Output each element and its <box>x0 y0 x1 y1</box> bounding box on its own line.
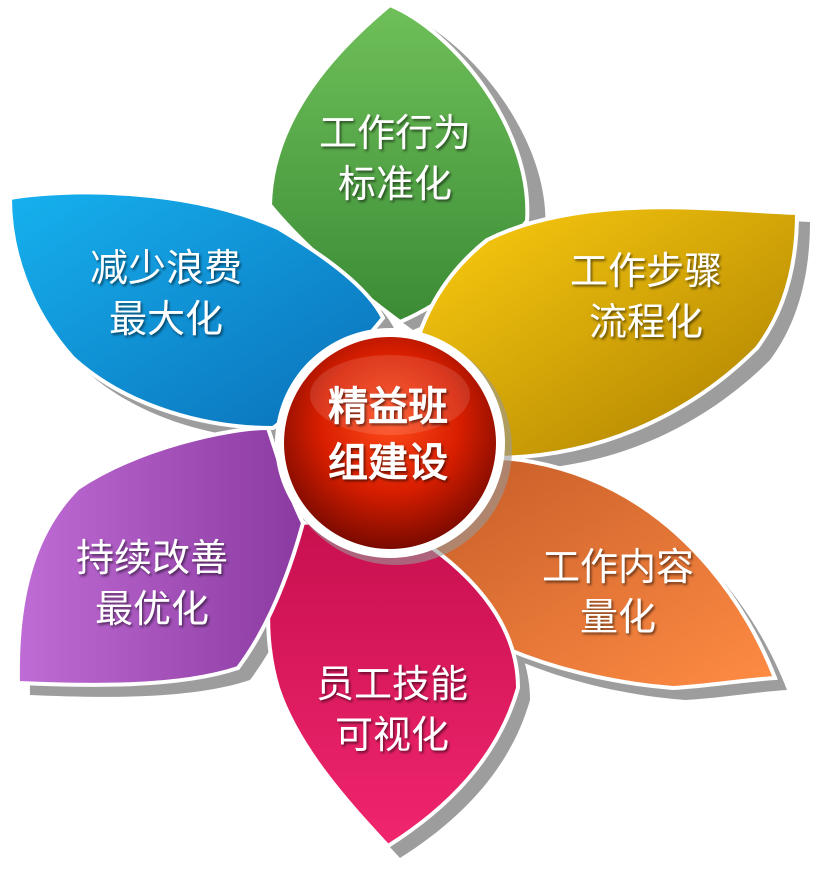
petal-lower-left-label-line2: 最优化 <box>95 587 209 631</box>
petal-upper-left-label-line1: 减少浪费 <box>90 246 242 290</box>
petal-bottom-label-line2: 可视化 <box>335 713 449 757</box>
petal-top-label-line2: 标准化 <box>338 162 452 206</box>
petal-bottom-label-line1: 员工技能 <box>316 662 468 706</box>
petal-top <box>267 2 530 325</box>
center-hub <box>275 328 512 565</box>
petal-lower-right-label-line2: 量化 <box>580 595 656 639</box>
petal-lower-right-label-line1: 工作内容 <box>542 545 694 589</box>
petal-top-label-line1: 工作行为 <box>319 111 471 155</box>
petal-upper-right-label-line1: 工作步骤 <box>570 249 722 293</box>
petal-upper-left-label-line2: 最大化 <box>109 297 223 341</box>
center-label-line1: 精益班 <box>328 384 448 430</box>
center-label-line2: 组建设 <box>328 440 448 486</box>
petal-upper-right-label-line2: 流程化 <box>589 300 703 344</box>
petal-lower-left <box>15 425 306 687</box>
petal-lower-left-label-line1: 持续改善 <box>76 536 228 580</box>
